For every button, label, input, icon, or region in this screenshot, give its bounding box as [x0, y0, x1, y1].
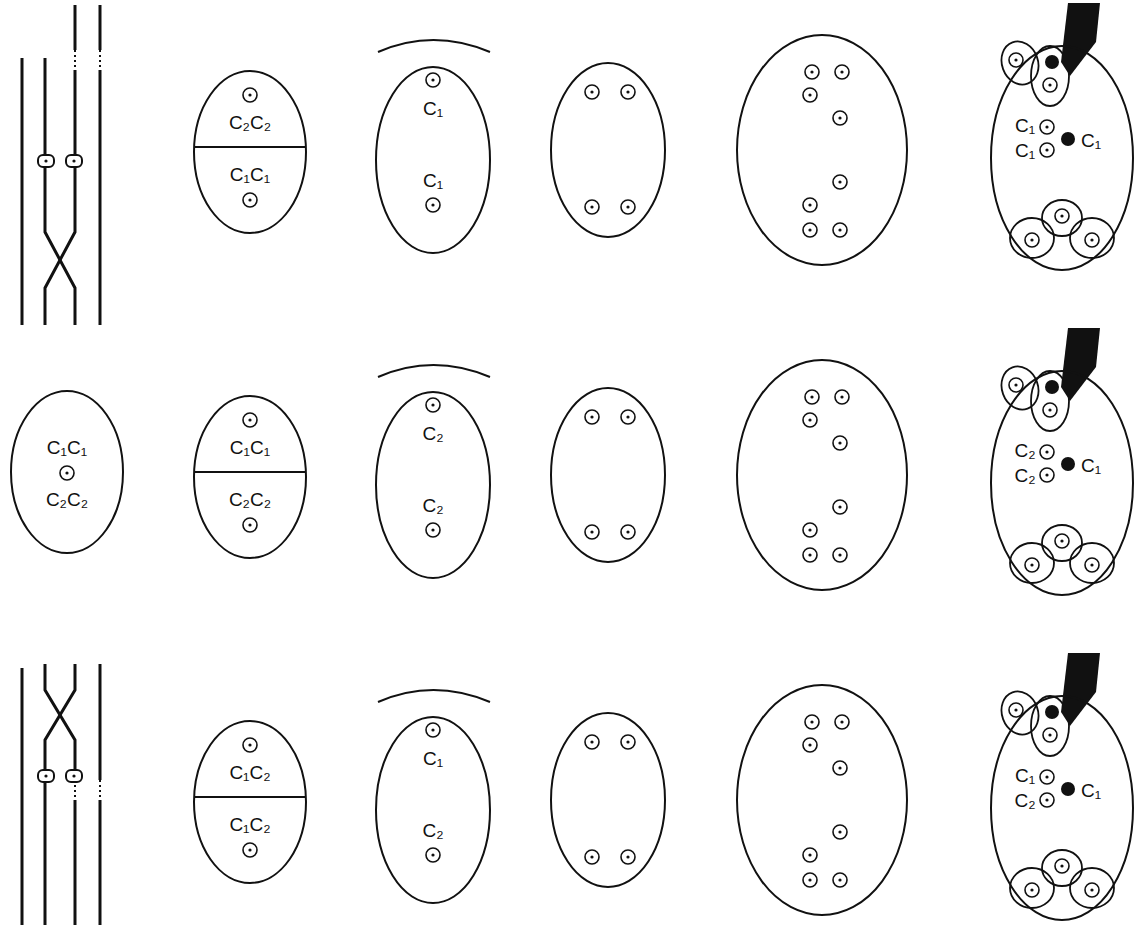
cell-ellipse: C₁C₁ C₂C₂ — [193, 395, 307, 559]
gene-label: C₁ — [1015, 141, 1035, 160]
cell-outline — [193, 70, 307, 234]
gene-label: C₂ — [422, 424, 443, 443]
cell-ellipse: C₂ C₂ C₁ — [990, 370, 1134, 596]
cell-wall — [376, 717, 490, 903]
chromosome-pair — [22, 664, 100, 925]
cell-wall — [194, 721, 306, 883]
cell-wall — [376, 67, 490, 253]
cell-wall — [991, 46, 1133, 270]
cell-ellipse: C₁ C₁ C₁ — [990, 45, 1134, 271]
cell-wall — [194, 396, 306, 558]
development-row — [194, 3, 1114, 265]
cell-ellipse: C₁C₁ C₂C₂ — [10, 390, 124, 554]
development-row — [194, 653, 1114, 915]
gene-label: C₁ — [423, 99, 443, 118]
gene-label: C₂ — [1014, 466, 1035, 485]
cell-wall — [991, 696, 1133, 920]
gene-label: C₂ — [422, 496, 443, 515]
gene-label: C₂ — [1014, 791, 1035, 810]
chromosome-pair — [22, 5, 100, 325]
cell-ellipse: C₁ C₂ C₁ — [990, 695, 1134, 921]
cell-ellipse: C₁ C₁ — [375, 66, 491, 254]
cell-outline — [990, 695, 1134, 921]
gene-label: C₂C₂ — [46, 490, 88, 509]
gene-label: C₂C₂ — [229, 490, 271, 509]
cell-outline — [375, 66, 491, 254]
gene-label: C₁C₂ — [229, 815, 270, 834]
development-row — [194, 328, 1114, 590]
cell-wall — [991, 371, 1133, 595]
nucleus — [60, 466, 74, 480]
gene-label: C₁C₁ — [230, 165, 270, 184]
cell-outline — [193, 720, 307, 884]
gene-label: C₁ — [423, 171, 443, 190]
gene-label: C₁C₂ — [229, 763, 270, 782]
cell-outline — [10, 390, 124, 554]
cell-ellipse: C₂ C₂ — [375, 391, 491, 579]
gene-label: C₂ — [422, 821, 443, 840]
cell-wall — [11, 391, 123, 553]
gene-label: C₂ — [1014, 441, 1035, 460]
cell-wall — [194, 71, 306, 233]
gene-label: C₂C₂ — [229, 113, 271, 132]
gene-label: C₁ — [1015, 116, 1035, 135]
cell-ellipse: C₁ C₂ — [375, 716, 491, 904]
gene-label: C₁C₁ — [47, 438, 87, 457]
cell-outline — [990, 370, 1134, 596]
gene-label: C₁ — [1015, 766, 1035, 785]
gene-label: C₁ — [1081, 456, 1101, 475]
gene-label: C₁C₁ — [230, 438, 270, 457]
cell-wall — [376, 392, 490, 578]
gene-label: C₁ — [1081, 131, 1101, 150]
gene-label: C₁ — [423, 749, 443, 768]
gene-label: C₁ — [1081, 781, 1101, 800]
cell-outline — [990, 45, 1134, 271]
cell-ellipse: C₁C₂ C₁C₂ — [193, 720, 307, 884]
cell-ellipse: C₂C₂ C₁C₁ — [193, 70, 307, 234]
cell-outline — [375, 716, 491, 904]
cell-outline — [193, 395, 307, 559]
cell-outline — [375, 391, 491, 579]
